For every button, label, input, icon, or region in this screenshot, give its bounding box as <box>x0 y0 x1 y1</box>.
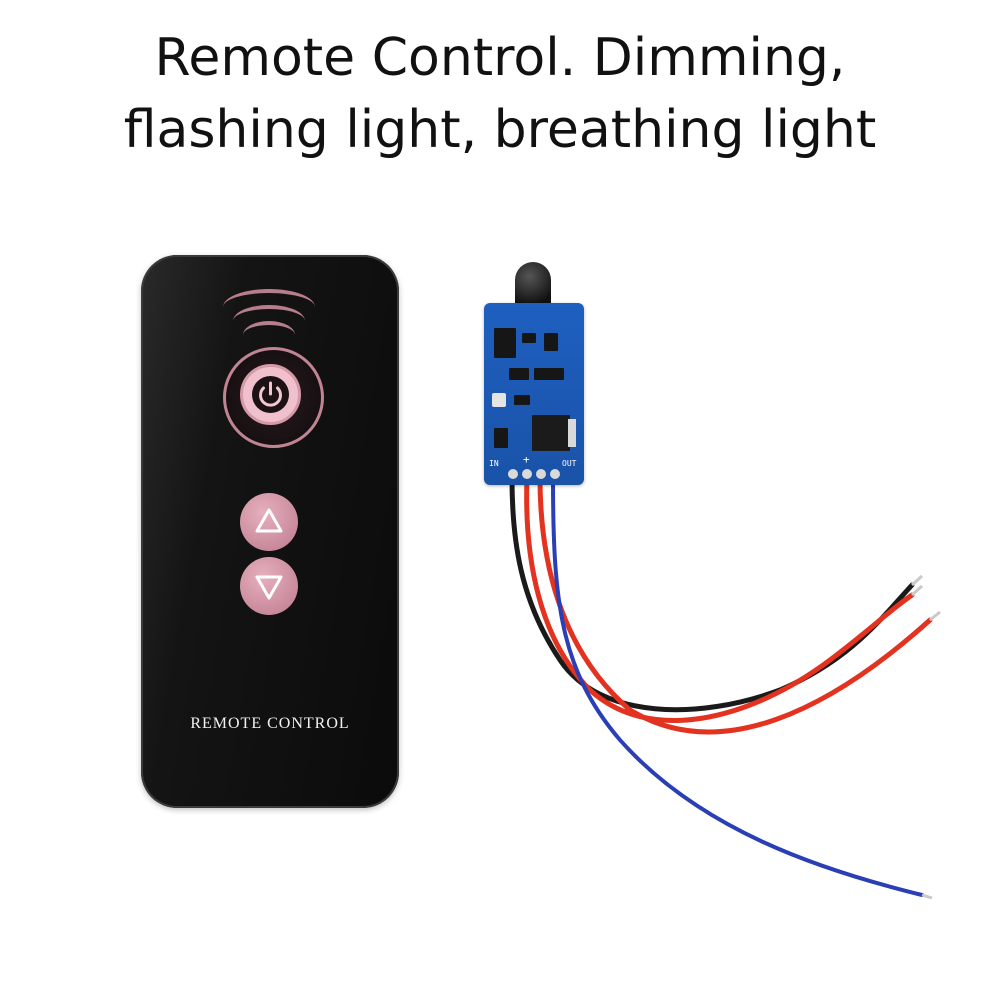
solder-pad <box>550 469 560 479</box>
signal-wave-inner <box>243 321 295 335</box>
solder-pad <box>536 469 546 479</box>
power-button-face <box>240 364 301 425</box>
solder-pad <box>522 469 532 479</box>
chip <box>534 368 564 380</box>
remote-label: REMOTE CONTROL <box>190 715 350 732</box>
receiver-module: IN + OUT <box>484 303 584 485</box>
headline-line-2: flashing light, breathing light <box>123 100 877 160</box>
arrow-up-icon <box>255 508 283 533</box>
headline: Remote Control. Dimming, flashing light,… <box>0 22 1000 166</box>
signal-wave-outer <box>223 289 315 307</box>
chip <box>514 395 530 405</box>
headline-line-1: Remote Control. Dimming, <box>154 28 846 88</box>
wire-red-1 <box>524 475 915 723</box>
remote-control: REMOTE CONTROL <box>141 255 399 808</box>
wire-blue <box>551 476 924 897</box>
chip <box>509 368 529 380</box>
label-in: IN <box>489 459 499 468</box>
wire-red-2 <box>537 475 933 735</box>
chip <box>494 428 508 448</box>
ir-sensor <box>515 262 551 310</box>
chip <box>494 328 516 358</box>
down-button[interactable] <box>240 557 298 615</box>
label-plus: + <box>523 453 530 466</box>
wire-black <box>509 475 915 713</box>
up-button[interactable] <box>240 493 298 551</box>
signal-wave-middle <box>233 305 305 321</box>
label-out: OUT <box>562 459 577 468</box>
power-button[interactable] <box>223 347 324 448</box>
tact-switch[interactable] <box>492 393 506 407</box>
chip <box>522 333 536 343</box>
arrow-down-icon <box>255 575 283 600</box>
mosfet-tab <box>568 419 576 447</box>
solder-pad <box>508 469 518 479</box>
power-icon <box>252 376 289 413</box>
mosfet <box>532 415 570 451</box>
chip <box>544 333 558 351</box>
